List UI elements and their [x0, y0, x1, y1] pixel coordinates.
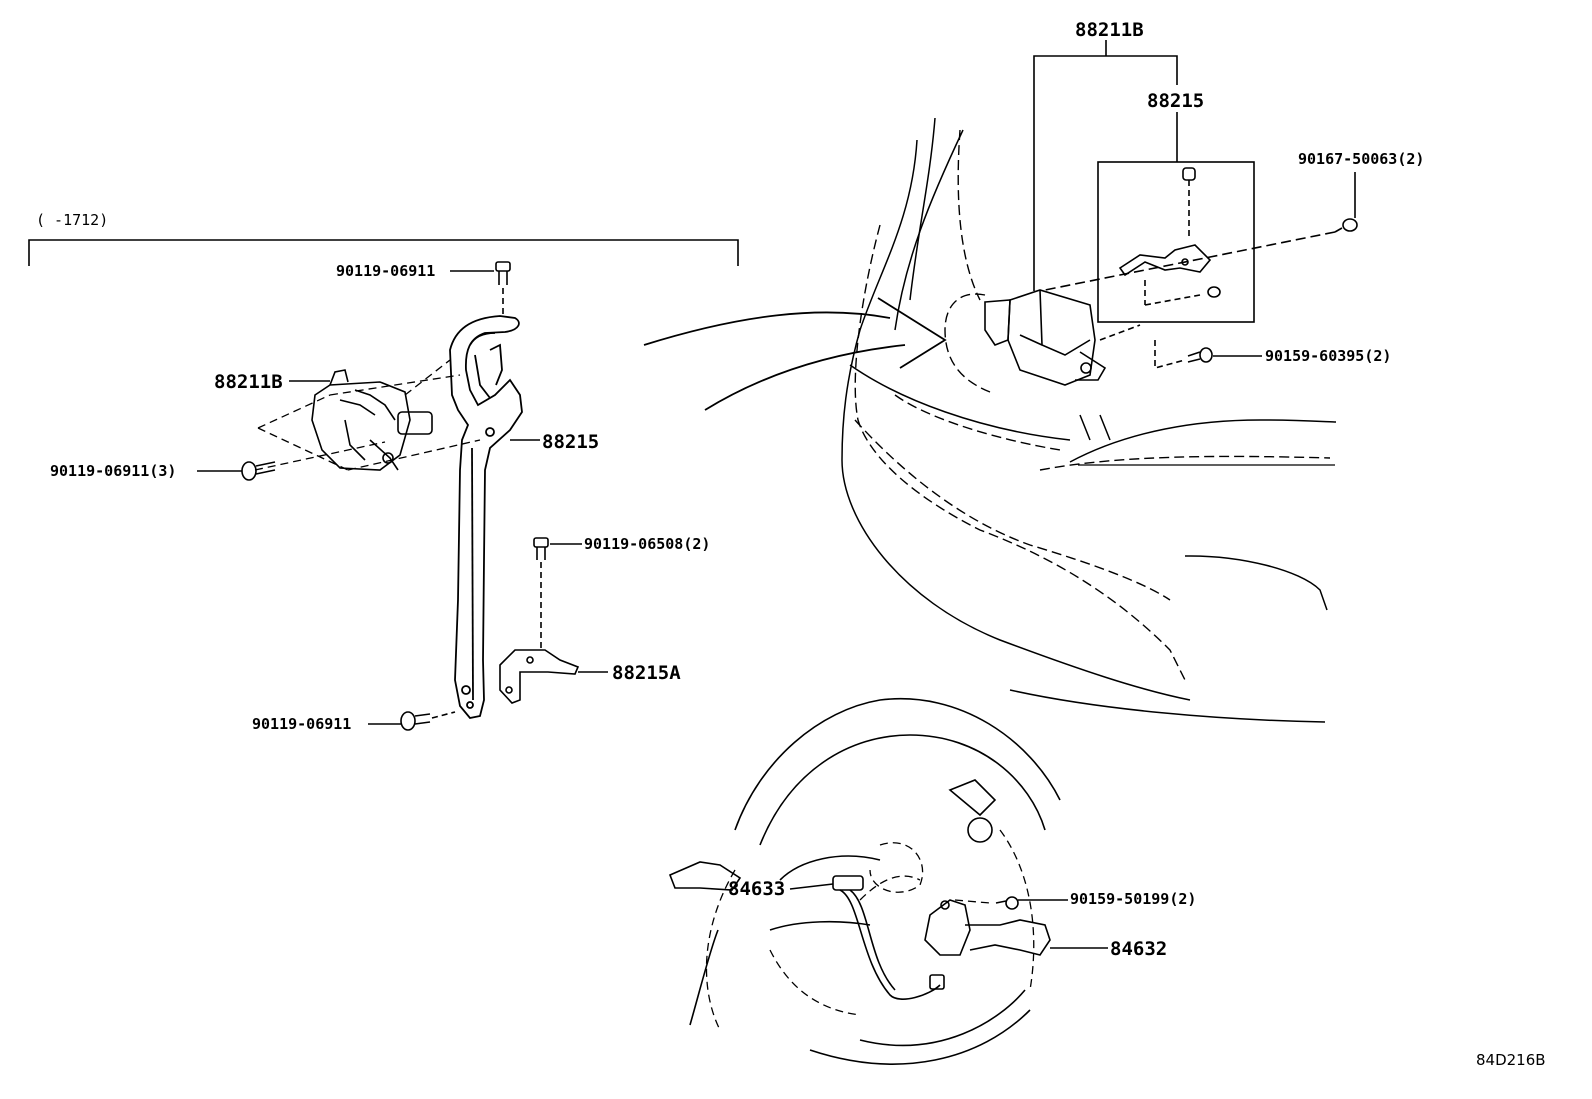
sensor-mount-dashes — [254, 359, 481, 471]
radar-sensor-drawing — [984, 289, 1107, 386]
part-label-switch[interactable]: 84632 — [1110, 938, 1168, 960]
part-label-bracket-a[interactable]: 88215A — [612, 662, 681, 684]
bolt-90159-50199-drawing — [995, 896, 1068, 910]
part-label-bolt-right[interactable]: 90159-60395(2) — [1265, 347, 1392, 365]
left-group-bracket-line — [28, 239, 739, 266]
bolt-90159-60395-drawing — [1099, 324, 1262, 370]
bolt-bottom-drawing — [368, 711, 456, 731]
part-label-bolt-top[interactable]: 90119-06911 — [336, 262, 436, 280]
bracket-88215-drawing — [449, 315, 523, 719]
part-label-sensor-left[interactable]: 88211B — [214, 371, 283, 393]
steering-wheel-dashed — [705, 829, 1035, 1031]
leader-84633 — [789, 883, 834, 890]
sensor-88211b-drawing — [311, 369, 433, 471]
part-label-bracket-left[interactable]: 88215 — [542, 431, 600, 453]
bracket-88215-right-drawing — [1118, 167, 1221, 306]
range-label: ( -1712) — [36, 211, 109, 229]
part-label-bolt-small[interactable]: 90119-06508(2) — [584, 535, 711, 553]
part-label-wire[interactable]: 84633 — [728, 878, 786, 900]
car-body-outline — [841, 117, 1337, 723]
steering-wheel-drawing — [668, 698, 1061, 1065]
screw-90167-drawing — [1044, 172, 1358, 291]
part-label-bracket-right[interactable]: 88215 — [1147, 90, 1205, 112]
right-group-bracket-line — [1033, 40, 1255, 323]
bolt-top-drawing — [450, 261, 511, 318]
bolt-sensor-drawing — [197, 461, 276, 481]
car-body-dashed — [854, 129, 1331, 681]
part-label-assembly-right[interactable]: 88211B — [1075, 19, 1144, 41]
pointer-arrow — [643, 297, 947, 411]
part-label-bolt-steering[interactable]: 90159-50199(2) — [1070, 890, 1197, 908]
part-label-screw[interactable]: 90167-50063(2) — [1298, 150, 1425, 168]
part-label-bolt-bottom[interactable]: 90119-06911 — [252, 715, 352, 733]
part-label-bolt-sensor[interactable]: 90119-06911(3) — [50, 462, 177, 480]
bolt-small-drawing — [533, 537, 582, 650]
bracket-88215a-drawing — [499, 649, 608, 704]
diagram-code: 84D216B — [1476, 1051, 1546, 1069]
